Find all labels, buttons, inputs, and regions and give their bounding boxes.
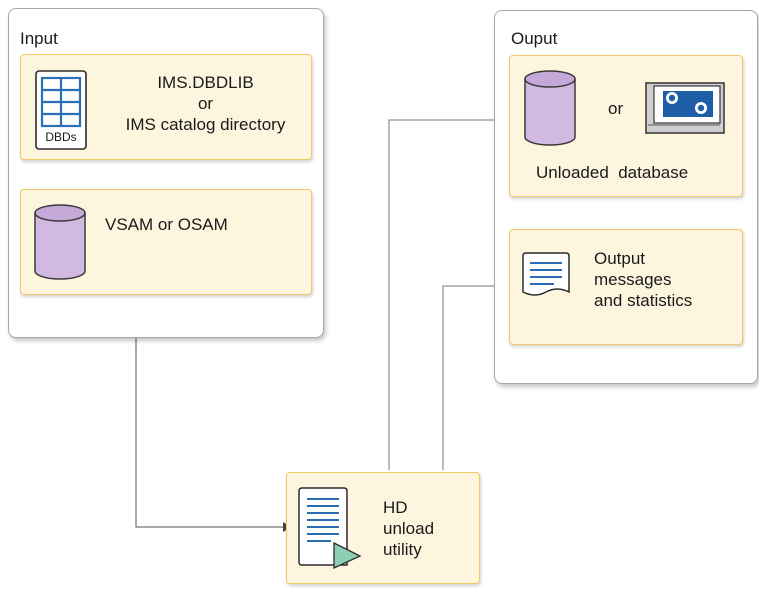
input-to-utility-connector — [135, 338, 283, 528]
output-group-title: Ouput — [511, 29, 558, 48]
database-cylinder-icon — [34, 204, 86, 280]
dbd-line-1: IMS.DBDLIB — [157, 73, 254, 92]
document-icon — [522, 252, 570, 296]
tape-cartridge-icon — [645, 82, 725, 134]
unloaded-database-label: Unloaded database — [536, 163, 689, 182]
output-group: Ouput or Unloaded database Output — [494, 10, 758, 384]
dbd-line-3: IMS catalog directory — [125, 115, 286, 134]
input-group: Input DBDs IMS.DBDLIB or IMS catalog dir… — [8, 8, 324, 338]
utility-program-icon — [298, 487, 362, 570]
hd-unload-utility-card: HD unload utility — [286, 472, 480, 584]
utility-line-1: HD — [383, 498, 408, 517]
database-cylinder-icon — [524, 70, 576, 146]
unloaded-database-card: or Unloaded database — [509, 55, 743, 197]
utility-to-database-connector — [388, 119, 507, 470]
messages-line-2: messages — [594, 270, 672, 289]
vsam-osam-card: VSAM or OSAM — [20, 189, 312, 295]
dbd-source-text: IMS.DBDLIB or IMS catalog directory — [103, 72, 308, 135]
messages-line-3: and statistics — [594, 291, 693, 310]
vsam-osam-label: VSAM or OSAM — [105, 215, 228, 234]
dbd-icon-label: DBDs — [45, 130, 76, 144]
play-triangle-icon — [333, 541, 362, 570]
dbd-library-card: DBDs IMS.DBDLIB or IMS catalog directory — [20, 54, 312, 160]
utility-label: HD unload utility — [383, 497, 434, 560]
input-group-title: Input — [20, 29, 58, 48]
utility-line-3: utility — [383, 540, 422, 559]
output-messages-text: Output messages and statistics — [594, 248, 692, 311]
dbd-table-icon: DBDs — [35, 70, 87, 150]
messages-line-1: Output — [594, 249, 646, 268]
dbd-line-2: or — [197, 94, 214, 113]
output-messages-card: Output messages and statistics — [509, 229, 743, 345]
output-or-text: or — [608, 99, 624, 118]
utility-to-messages-connector — [442, 285, 507, 470]
utility-line-2: unload — [383, 519, 435, 538]
